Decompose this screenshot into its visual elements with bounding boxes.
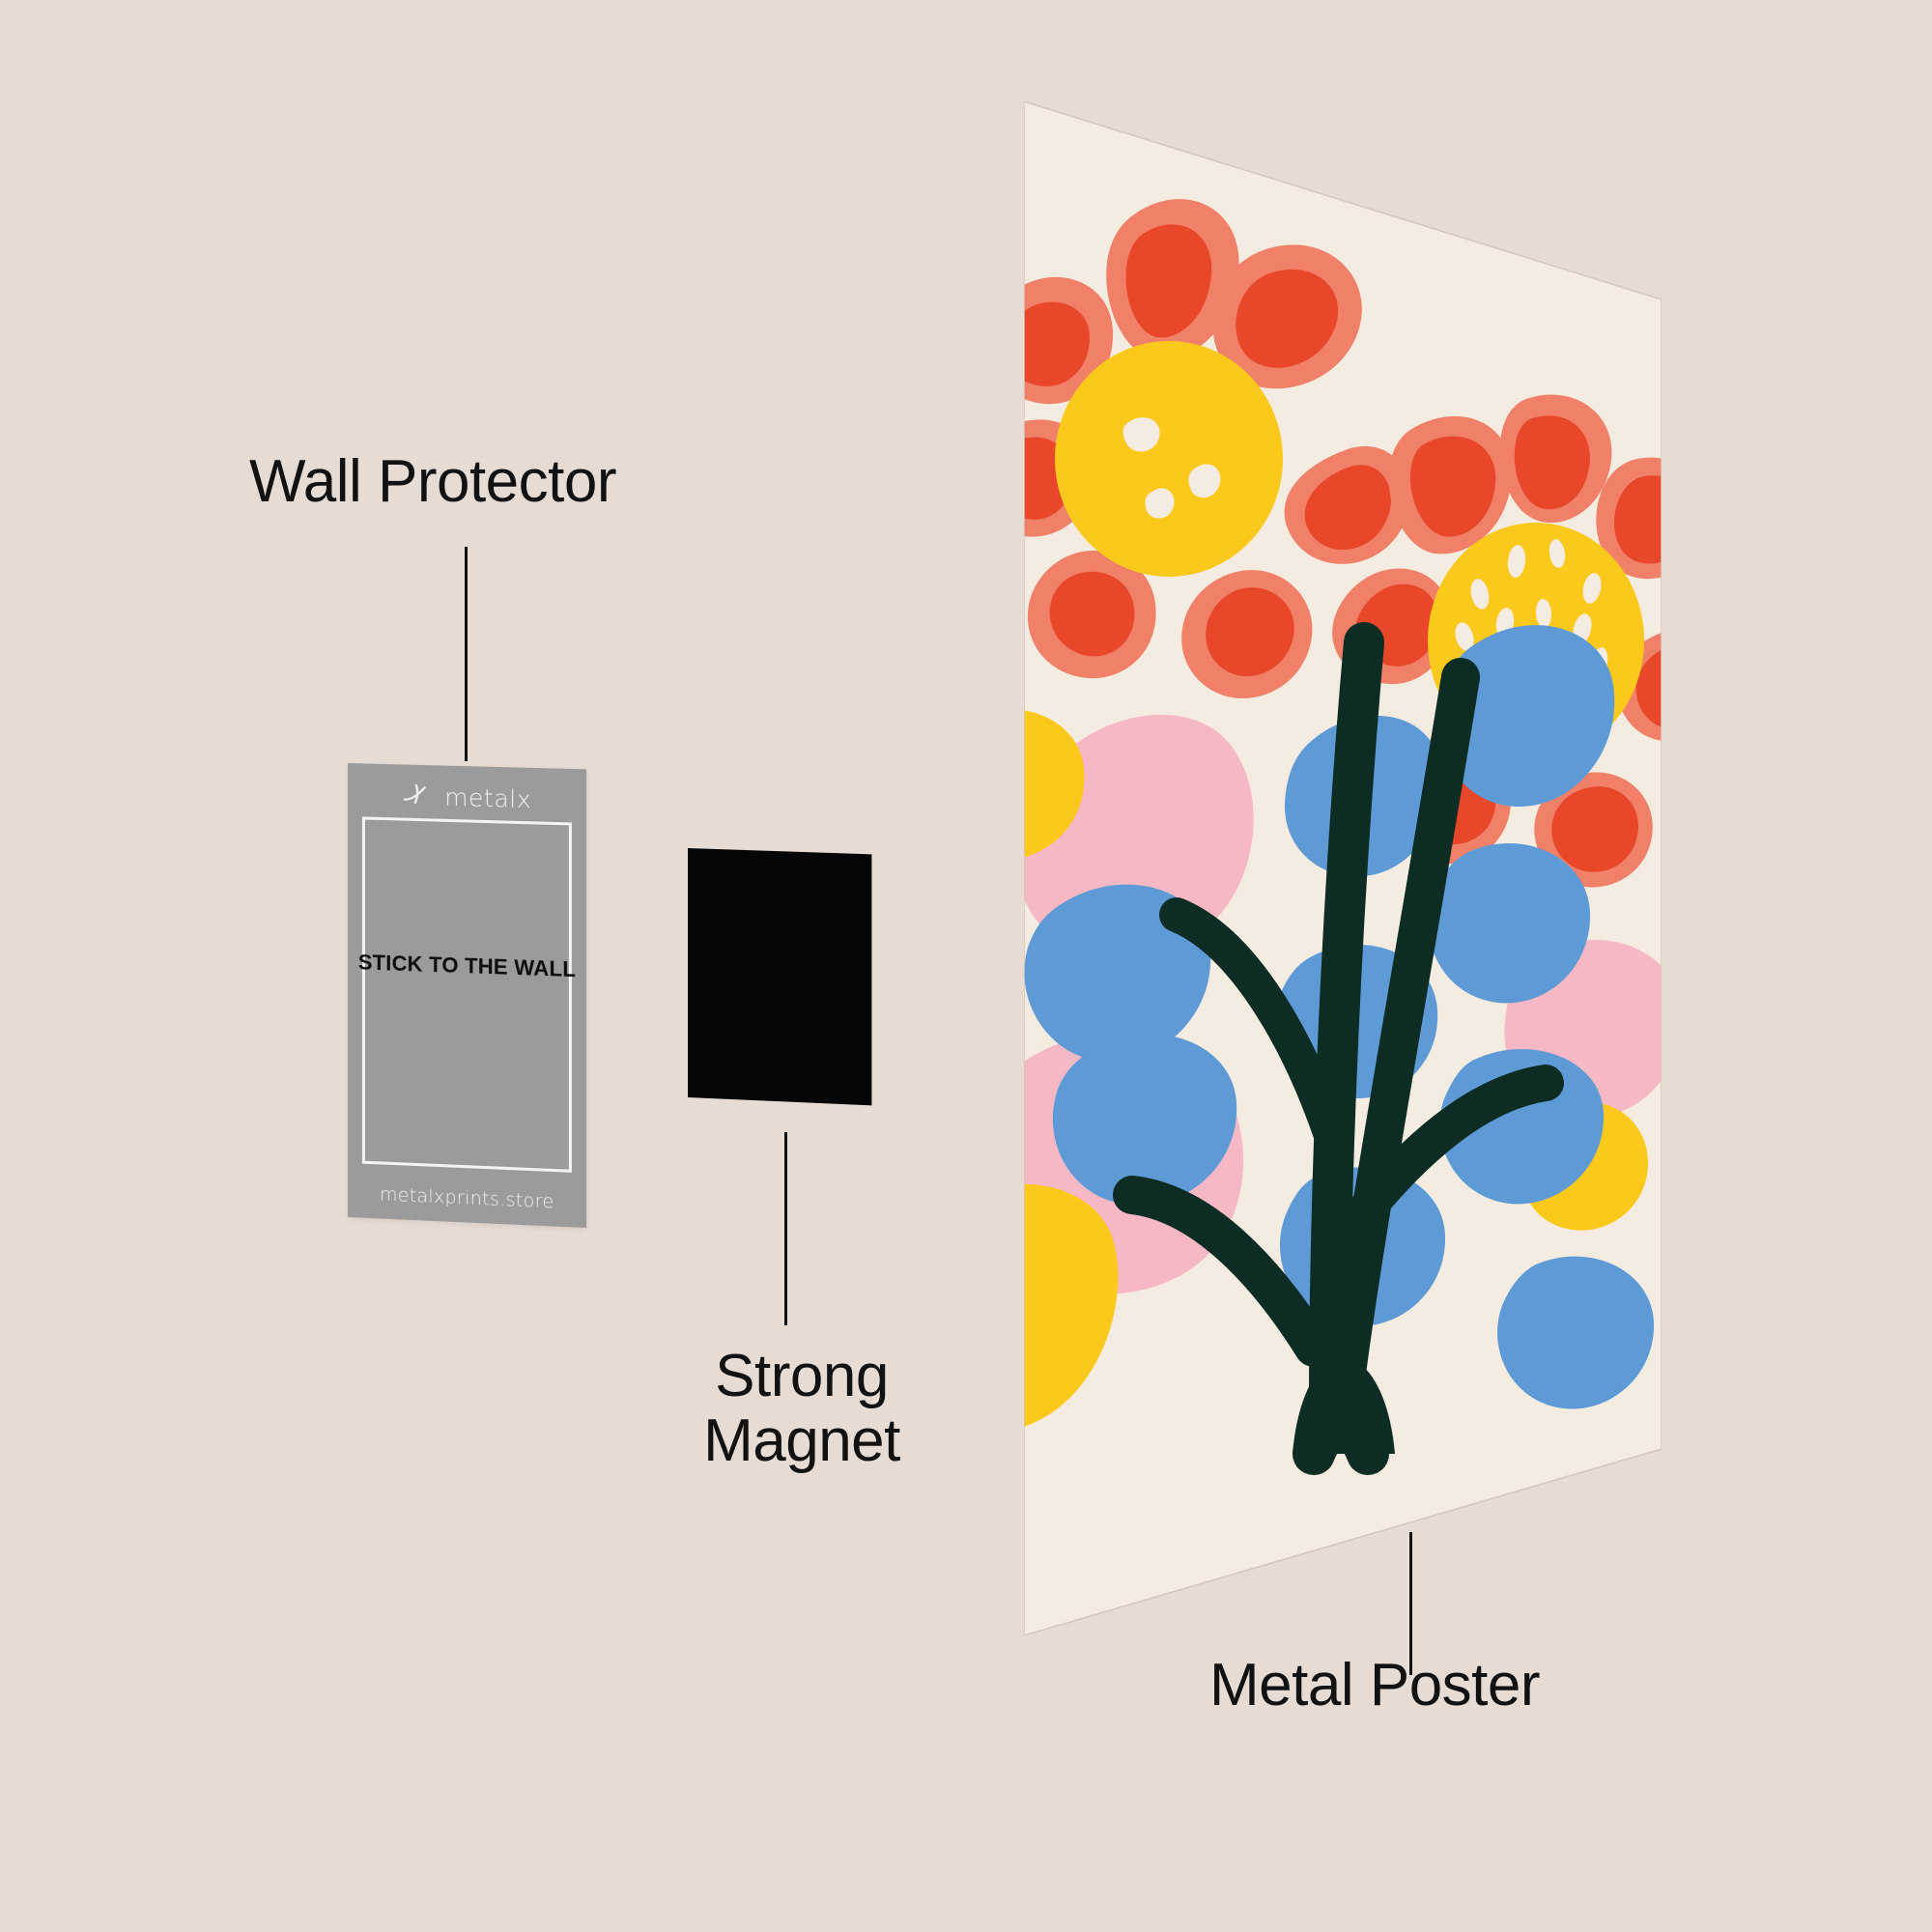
card-store-url: metalxprints.store	[379, 1183, 554, 1213]
poster-artwork	[1024, 101, 1662, 1635]
stem-center	[1309, 622, 1384, 1424]
daisy-flower-large	[1024, 199, 1411, 698]
stem-right-arc	[1330, 1065, 1564, 1250]
leader-line-wall-protector	[465, 547, 468, 761]
blue-leaf-9	[1497, 1256, 1655, 1409]
blue-leaf-6	[1052, 1034, 1237, 1206]
card-inner-frame	[361, 816, 572, 1173]
leader-line-strong-magnet	[784, 1132, 787, 1325]
stem-right	[1323, 658, 1480, 1423]
brand-logo: metalx	[348, 781, 586, 815]
blue-leaf-3	[1428, 842, 1591, 1004]
blue-leaf-2	[1437, 625, 1615, 808]
daisy-large-inner-petals	[1024, 224, 1391, 677]
callout-label-metal-poster: Metal Poster	[1209, 1652, 1541, 1719]
daisy-large-center	[1055, 341, 1283, 577]
blue-leaf-5	[1024, 884, 1211, 1063]
brand-name: metalx	[444, 782, 532, 814]
stem-left-arc	[1113, 1176, 1333, 1367]
callout-label-wall-protector: Wall Protector	[249, 448, 617, 515]
daisy-large-center-dots	[1122, 417, 1221, 519]
yellow-blob-left-upper	[1024, 709, 1085, 862]
stem-base-mass	[1293, 1357, 1395, 1454]
metalx-cross-icon	[402, 782, 435, 810]
metal-poster-panel	[1024, 101, 1662, 1635]
stem-upper-left-arc	[1159, 897, 1349, 1152]
green-stems	[1113, 622, 1564, 1475]
wall-protector-card: metalx STICK TO THE WALL metalxprints.st…	[348, 763, 587, 1229]
callout-label-strong-magnet: Strong Magnet	[703, 1343, 900, 1474]
leader-line-metal-poster	[1409, 1532, 1412, 1675]
strong-magnet-square	[688, 848, 872, 1106]
yellow-blob-bottom-left	[1024, 1183, 1119, 1435]
poster-outline	[1024, 101, 1662, 1635]
